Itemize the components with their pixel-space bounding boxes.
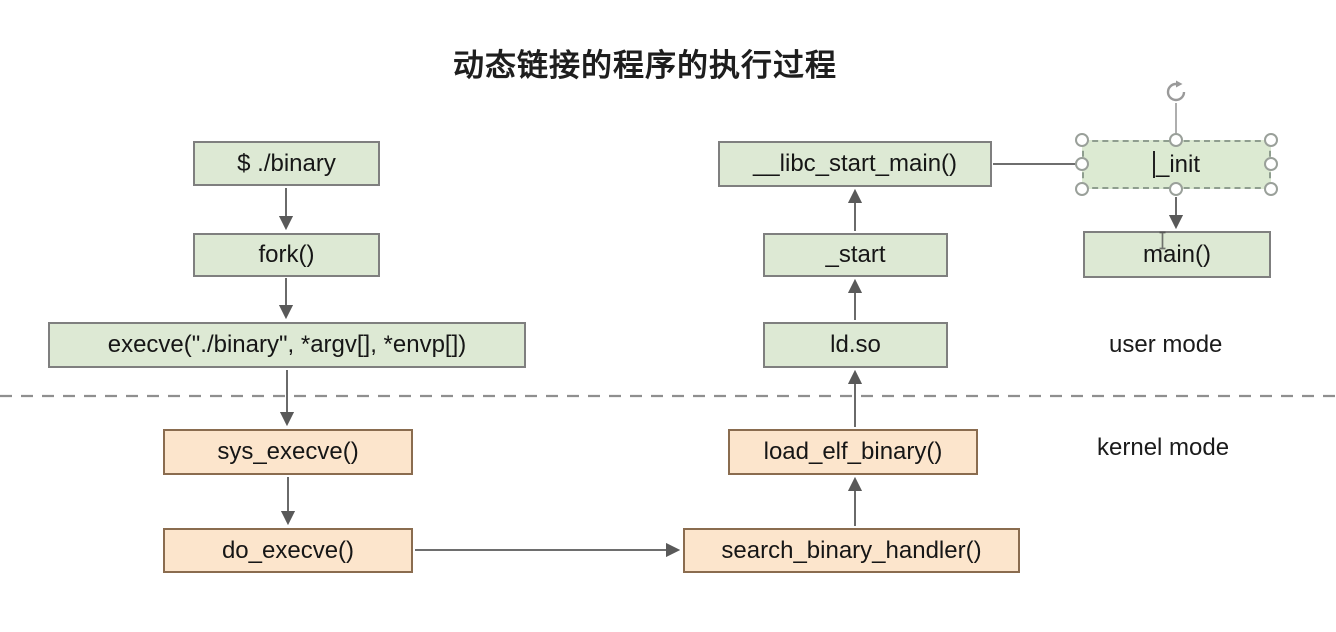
selection-handle-bottom-center[interactable] (1169, 182, 1183, 196)
node-execve[interactable]: execve("./binary", *argv[], *envp[]) (48, 322, 526, 368)
node-sys-execve[interactable]: sys_execve() (163, 429, 413, 475)
node-ld-so[interactable]: ld.so (763, 322, 948, 368)
node-start-label: _start (825, 241, 886, 268)
node-fork[interactable]: fork() (193, 233, 380, 277)
selection-handle-middle-left[interactable] (1075, 157, 1089, 171)
node-libc-start-main-label: __libc_start_main() (752, 150, 958, 177)
text-edit-caret (1152, 151, 1155, 178)
diagram-title: 动态链接的程序的执行过程 (453, 48, 837, 83)
node-ld-so-label: ld.so (830, 331, 881, 358)
node-binary-label: $ ./binary (237, 149, 336, 177)
selection-handle-top-right[interactable] (1264, 133, 1278, 147)
node-fork-label: fork() (258, 241, 315, 268)
node-load-elf-binary[interactable]: load_elf_binary() (728, 429, 978, 475)
node-start[interactable]: _start (763, 233, 948, 277)
node-load-elf-binary-label: load_elf_binary() (763, 438, 943, 465)
selection-handle-bottom-left[interactable] (1075, 182, 1089, 196)
selection-handle-middle-right[interactable] (1264, 157, 1278, 171)
user-mode-label: user mode (1109, 331, 1223, 358)
node-do-execve-label: do_execve() (221, 536, 355, 564)
selection-handle-top-left[interactable] (1075, 133, 1089, 147)
text-cursor-icon (1156, 231, 1169, 255)
node-main-label: main() (1142, 240, 1211, 268)
selection-handle-top-center[interactable] (1169, 133, 1183, 147)
selection-handle-bottom-right[interactable] (1264, 182, 1278, 196)
node-main[interactable]: main() (1083, 231, 1271, 278)
rotate-handle-icon[interactable] (1162, 78, 1190, 104)
node-execve-label: execve("./binary", *argv[], *envp[]) (107, 331, 467, 358)
node-binary[interactable]: $ ./binary (193, 141, 380, 186)
node-do-execve[interactable]: do_execve() (163, 528, 413, 573)
node-search-binary-handler-label: search_binary_handler() (721, 536, 982, 564)
node-search-binary-handler[interactable]: search_binary_handler() (683, 528, 1020, 573)
node-libc-start-main[interactable]: __libc_start_main() (718, 141, 992, 187)
node-sys-execve-label: sys_execve() (217, 438, 359, 465)
node-init-label: _init (1155, 150, 1201, 178)
kernel-mode-label: kernel mode (1097, 434, 1230, 461)
